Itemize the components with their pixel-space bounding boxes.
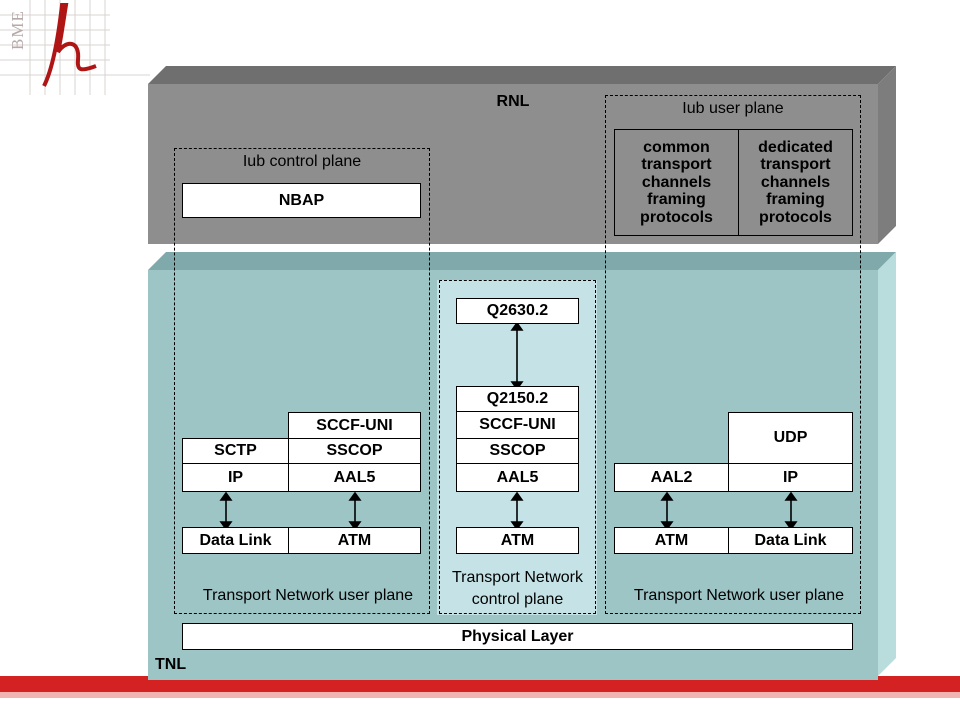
data-link-box: Data Link xyxy=(182,527,289,554)
tn-control-caption-line2: control plane xyxy=(471,591,564,608)
q2150-box: Q2150.2 xyxy=(456,386,579,412)
sctp-box: SCTP xyxy=(182,438,289,464)
user-ip-box: IP xyxy=(728,463,853,492)
nbap-box: NBAP xyxy=(182,183,421,218)
tn-sccf-uni-box: SCCF-UNI xyxy=(456,411,579,439)
aal2-box: AAL2 xyxy=(614,463,729,492)
dedicated-line-4: framing xyxy=(766,191,825,209)
atm-box: ATM xyxy=(288,527,421,554)
tn-sscop-box: SSCOP xyxy=(456,438,579,464)
iub-user-plane-title: Iub user plane xyxy=(682,100,784,117)
iub-user-caption: Transport Network user plane xyxy=(633,587,845,604)
aal5-box: AAL5 xyxy=(288,463,421,492)
common-line-4: framing xyxy=(647,191,706,209)
common-line-2: transport xyxy=(641,156,712,174)
tn-control-plane-border xyxy=(439,280,596,614)
user-atm-box: ATM xyxy=(614,527,729,554)
iub-user-plane-border xyxy=(605,95,861,614)
tn-atm-box: ATM xyxy=(456,527,579,554)
iub-control-plane-border xyxy=(174,148,430,614)
footer-stripe-light xyxy=(0,692,960,698)
tnl-slab-side xyxy=(878,252,896,676)
rnl-slab-top xyxy=(148,66,896,84)
physical-layer-box: Physical Layer xyxy=(182,623,853,650)
ip-box: IP xyxy=(182,463,289,492)
dedicated-line-2: transport xyxy=(760,156,831,174)
rnl-label: RNL xyxy=(496,93,530,110)
udp-box: UDP xyxy=(728,412,853,464)
iub-control-caption: Transport Network user plane xyxy=(202,587,414,604)
tnl-slab-top xyxy=(148,252,896,270)
logo-grid-icon xyxy=(0,0,150,95)
common-line-5: protocols xyxy=(640,208,713,226)
rnl-slab-side xyxy=(878,66,896,244)
dedicated-line-5: protocols xyxy=(759,208,832,226)
dedicated-line-3: channels xyxy=(760,173,831,191)
bme-logo: BME xyxy=(0,0,150,95)
tn-control-caption-line1: Transport Network xyxy=(452,569,583,586)
sccf-uni-box: SCCF-UNI xyxy=(288,412,421,439)
user-data-link-box: Data Link xyxy=(728,527,853,554)
iub-control-plane-title: Iub control plane xyxy=(242,153,362,170)
tn-aal5-box: AAL5 xyxy=(456,463,579,492)
common-line-3: channels xyxy=(641,173,712,191)
common-line-1: common xyxy=(643,138,710,156)
sscop-box: SSCOP xyxy=(288,438,421,464)
common-channels-box: common transport channels framing protoc… xyxy=(614,129,739,236)
dedicated-channels-box: dedicated transport channels framing pro… xyxy=(738,129,853,236)
q2630-box: Q2630.2 xyxy=(456,298,579,324)
dedicated-line-1: dedicated xyxy=(758,138,833,156)
tnl-label: TNL xyxy=(155,656,187,673)
